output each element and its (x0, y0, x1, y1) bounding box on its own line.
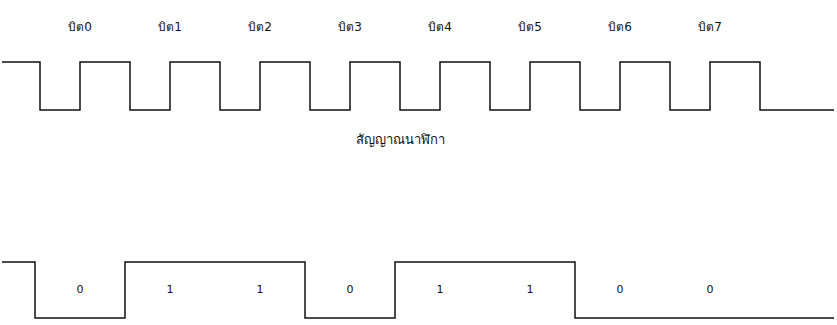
data-waveform (2, 262, 834, 318)
signal-name: สัญญาณนาฬิกา (356, 133, 445, 147)
bit-label: บิต4 (428, 21, 452, 34)
bit-value: 1 (167, 284, 174, 296)
clock-waveform (2, 62, 834, 110)
bit-label: บิต2 (248, 21, 272, 34)
bit-label: บิต5 (518, 21, 542, 34)
bit-value: 1 (257, 284, 264, 296)
bit-label: บิต7 (698, 21, 722, 34)
bit-label: บิต0 (68, 21, 92, 34)
bit-label: บิต3 (338, 21, 362, 34)
bit-value: 0 (617, 284, 624, 296)
bit-value: 1 (527, 284, 534, 296)
bit-value: 0 (347, 284, 354, 296)
bit-value: 0 (707, 284, 714, 296)
bit-value: 0 (77, 284, 84, 296)
bit-value: 1 (437, 284, 444, 296)
bit-label: บิต6 (608, 21, 632, 34)
bit-label: บิต1 (158, 21, 182, 34)
